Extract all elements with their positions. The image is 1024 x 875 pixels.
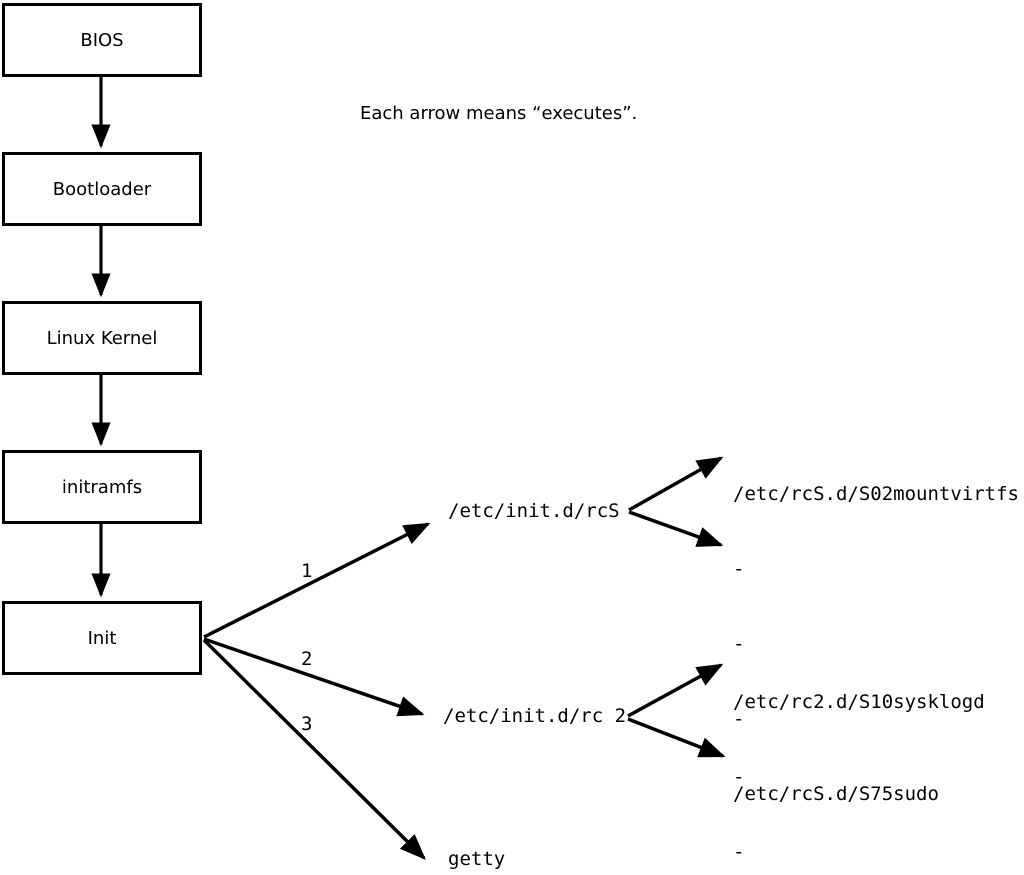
box-initramfs-label: initramfs bbox=[61, 476, 143, 498]
rc2-entry-ellipsis-1: - bbox=[733, 766, 745, 788]
box-bootloader: Bootloader bbox=[2, 152, 202, 226]
arrow-label-3: 3 bbox=[301, 713, 313, 735]
arrow-init-getty bbox=[202, 638, 426, 860]
rcs-entry-s75sudo: /etc/rcS.d/S75sudo bbox=[733, 783, 939, 805]
arrow-label-2: 2 bbox=[301, 648, 313, 670]
box-initramfs: initramfs bbox=[2, 450, 202, 524]
arrow-rc2-s99gdm bbox=[627, 717, 726, 758]
rc2-entry-ellipsis-2: - bbox=[733, 841, 745, 863]
rc2-entry-s10sysklogd: /etc/rc2.d/S10sysklogd bbox=[733, 691, 985, 713]
arrow-rcs-s02mountvirtfs bbox=[628, 456, 724, 512]
note-arrow-meaning: Each arrow means “executes”. bbox=[360, 103, 638, 124]
label-init-d-rcs: /etc/init.d/rcS bbox=[448, 500, 620, 522]
box-bootloader-label: Bootloader bbox=[52, 178, 152, 200]
box-init-label: Init bbox=[87, 627, 117, 649]
box-bios: BIOS bbox=[2, 3, 202, 77]
box-init: Init bbox=[2, 601, 202, 675]
rcs-entry-ellipsis-2: - bbox=[733, 633, 745, 655]
rcs-entry-ellipsis-3: - bbox=[733, 708, 745, 730]
rcs-script-list: /etc/rcS.d/S02mountvirtfs - - - /etc/rcS… bbox=[733, 432, 1019, 857]
label-getty: getty bbox=[448, 848, 506, 870]
box-linux-kernel: Linux Kernel bbox=[2, 301, 202, 375]
box-bios-label: BIOS bbox=[80, 29, 124, 51]
arrow-init-rcs bbox=[203, 522, 431, 639]
label-init-d-rc2: /etc/init.d/rc 2 bbox=[443, 705, 627, 727]
arrow-rc2-s10sysklogd bbox=[627, 663, 724, 718]
rcs-entry-ellipsis-1: - bbox=[733, 558, 745, 580]
arrow-label-1: 1 bbox=[301, 560, 313, 582]
rc2-script-list: /etc/rc2.d/S10sysklogd - - - /etc/rc2.d/… bbox=[733, 640, 985, 875]
arrow-rcs-s75sudo bbox=[628, 510, 724, 547]
box-linux-kernel-label: Linux Kernel bbox=[46, 327, 158, 349]
arrow-init-rc2 bbox=[203, 637, 425, 717]
rcs-entry-s02mountvirtfs: /etc/rcS.d/S02mountvirtfs bbox=[733, 483, 1019, 505]
